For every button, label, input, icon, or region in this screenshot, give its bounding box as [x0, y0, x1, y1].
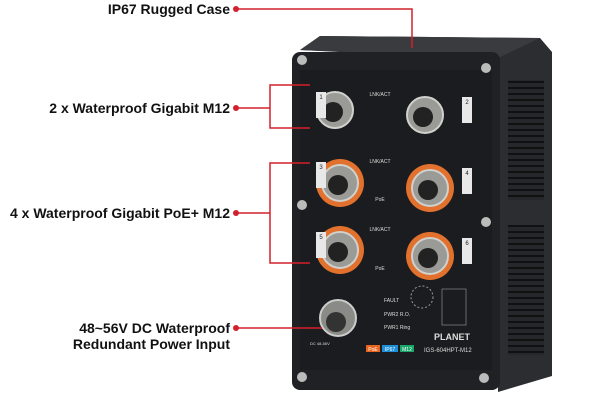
model-name: IGS-604HPT-M12: [424, 348, 472, 354]
badge-m12: [400, 345, 414, 352]
callout-gigabit-m12: 2 x Waterproof Gigabit M12: [49, 100, 230, 116]
port-socket: [413, 107, 433, 127]
badge-poe-text: PoE: [368, 347, 378, 353]
feature-badges: PoE IP67 M12: [366, 345, 414, 353]
port-label-card: [462, 168, 472, 194]
port-socket: [418, 180, 438, 200]
port-number: 1: [319, 95, 323, 101]
poe-label: PoE: [375, 266, 385, 272]
port-label-card: [462, 238, 472, 264]
m12-port-1: 1: [316, 91, 354, 129]
m12-port-2: 2: [406, 96, 472, 134]
pinout-diagram: [410, 285, 434, 309]
badge-poe: [366, 345, 380, 352]
callout-dots: [233, 6, 239, 331]
port-label-card: [316, 162, 326, 188]
lnk-act-label: LNK/ACT: [369, 227, 390, 233]
switch-device: [292, 36, 552, 392]
port-label-card: [316, 232, 326, 258]
led-panel: LNK/ACT LNK/ACT PoE LNK/ACT PoE FAULT PW…: [310, 92, 472, 354]
m12-port-6: 6: [406, 232, 472, 280]
led-pwr1: PWR1 Ring: [384, 325, 410, 331]
badge-ip67-text: IP67: [385, 347, 396, 353]
callout-power-line2: Redundant Power Input: [72, 336, 230, 352]
side-vents: [508, 80, 544, 355]
port-socket: [328, 175, 348, 195]
m12-port-4: 4: [406, 164, 472, 212]
screw-icon: [297, 55, 307, 65]
callout-poe-m12: 4 x Waterproof Gigabit PoE+ M12: [9, 205, 230, 221]
port-socket: [328, 242, 348, 262]
screw-icon: [481, 217, 491, 227]
lnk-act-label: LNK/ACT: [369, 92, 390, 98]
power-connector: [319, 299, 357, 337]
port-number: 6: [465, 241, 469, 247]
device-side: [300, 36, 552, 392]
port-socket: [418, 248, 438, 268]
port-label-card: [316, 92, 326, 118]
port-number: 3: [319, 165, 323, 171]
port-number: 4: [465, 171, 469, 177]
port-socket: [323, 102, 343, 122]
m12-port-3: 3: [316, 159, 364, 207]
callout-lines: [236, 8, 413, 329]
badge-m12-text: M12: [402, 347, 412, 353]
badge-ip67: [382, 345, 398, 352]
callout-power-line1: 48~56V DC Waterproof: [79, 320, 230, 336]
lnk-act-label: LNK/ACT: [369, 159, 390, 165]
screw-icon: [481, 63, 491, 73]
callout-power-input: 48~56V DC Waterproof Redundant Power Inp…: [20, 320, 230, 352]
pinout-table: [441, 288, 467, 326]
port-number: 5: [319, 235, 323, 241]
screw-icon: [297, 200, 307, 210]
screw-icon: [297, 372, 307, 382]
led-fault: FAULT: [384, 298, 399, 304]
power-label: DC 48-56V: [310, 341, 330, 346]
planet-logo: PLANET: [434, 332, 471, 342]
poe-label: PoE: [375, 197, 385, 203]
led-pwr2: PWR2 R.O.: [384, 312, 410, 318]
port-number: 2: [465, 100, 469, 106]
port-group: 1 2 3 4 5 6: [316, 91, 472, 280]
port-label-card: [462, 97, 472, 123]
screw-icon: [479, 373, 489, 383]
callout-ip67-case: IP67 Rugged Case: [107, 1, 230, 17]
m12-port-5: 5: [316, 226, 364, 274]
